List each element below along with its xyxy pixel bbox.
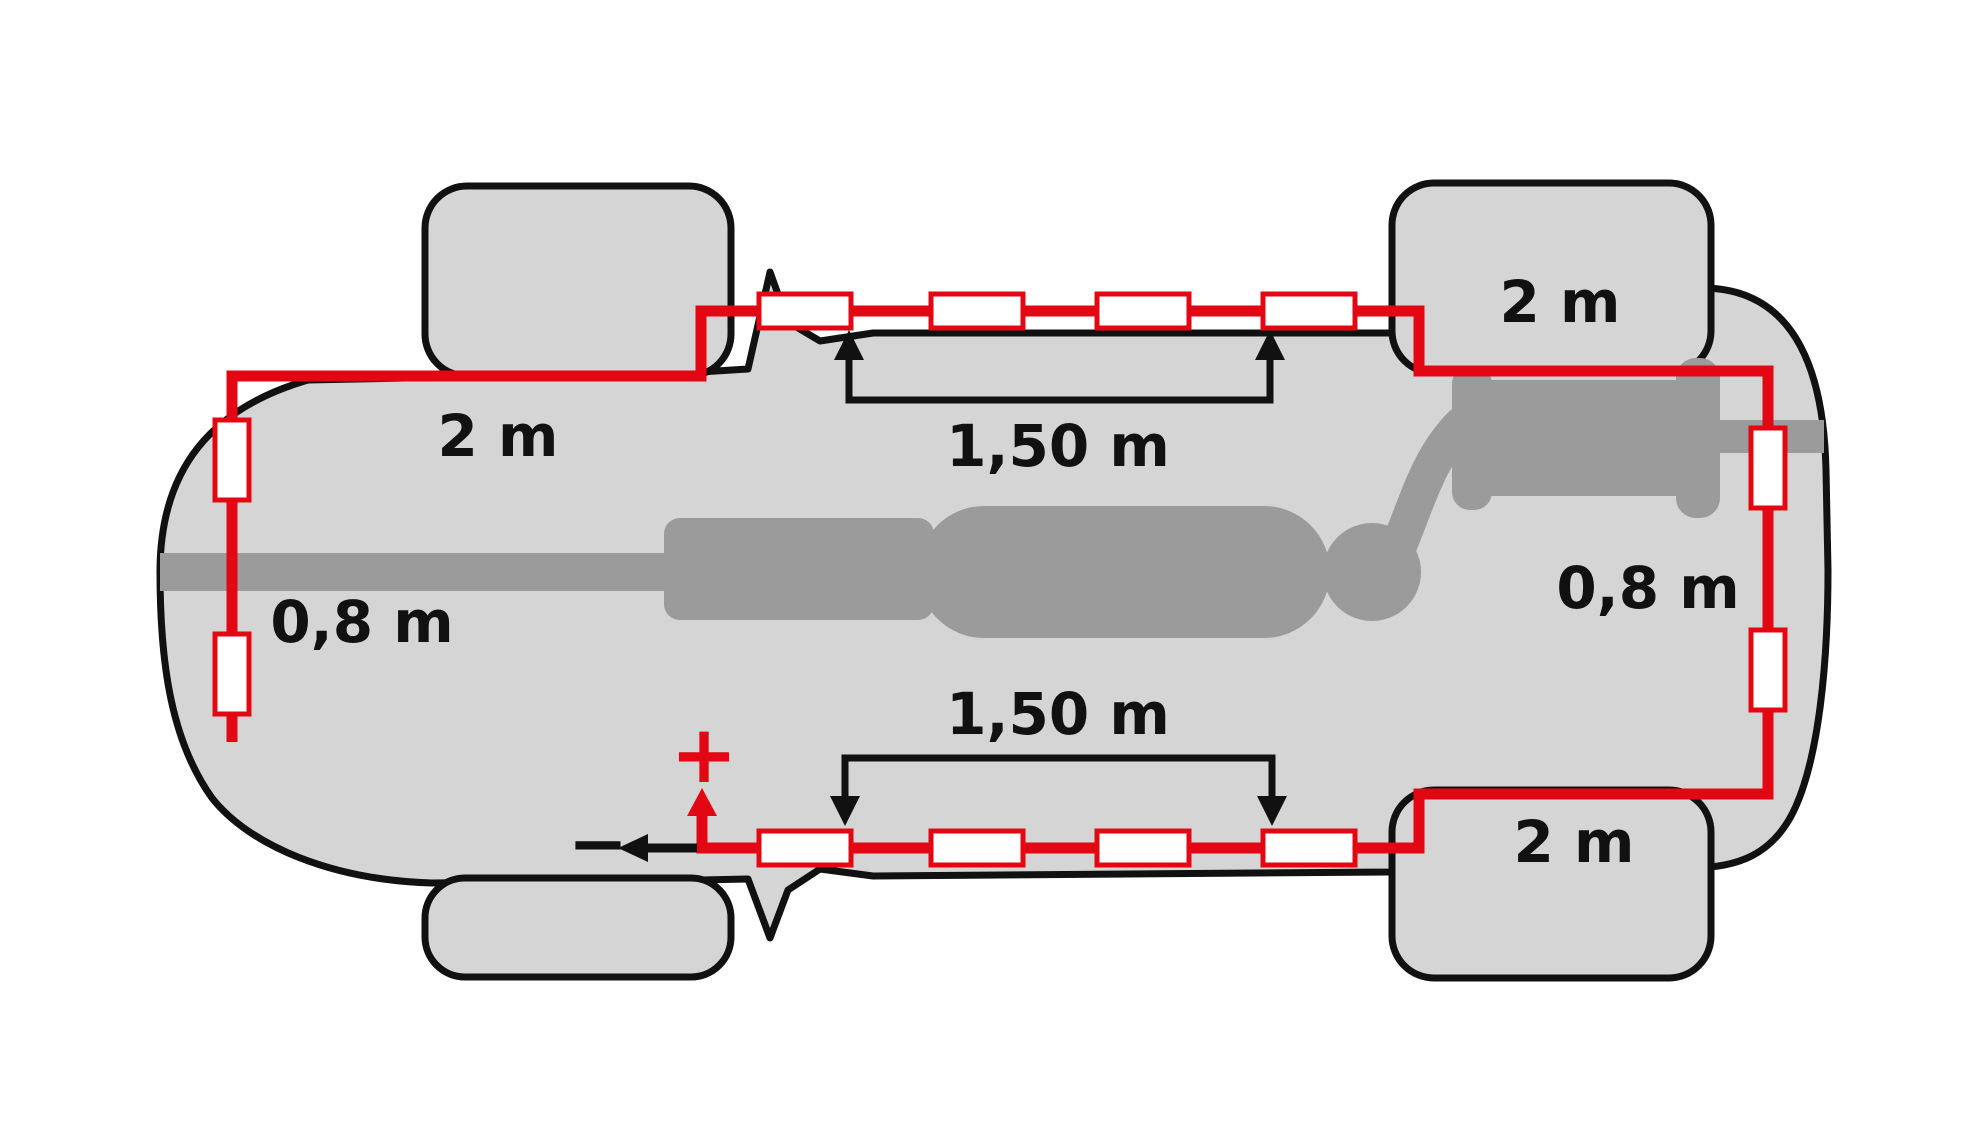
wire-component xyxy=(928,828,1026,868)
minus-terminal-symbol: − xyxy=(568,801,628,885)
wire-component xyxy=(1260,291,1358,331)
label-rear-top-length: 2 m xyxy=(1500,268,1621,336)
wire-component xyxy=(212,417,252,503)
wire-components-right xyxy=(1748,425,1788,713)
wire-component xyxy=(928,291,1026,331)
bottom-dimension xyxy=(830,754,1287,826)
front-axle-shaft xyxy=(160,553,672,591)
wire-component xyxy=(212,631,252,717)
bottom-dimension-lines xyxy=(841,754,1276,800)
wire-component xyxy=(1748,425,1788,511)
wire-components-left xyxy=(212,417,252,717)
top-dimension xyxy=(834,330,1285,404)
label-bottom-section-length: 1,50 m xyxy=(946,680,1170,748)
up-arrow-icon xyxy=(834,330,864,360)
engine-block xyxy=(664,518,934,620)
transmission-capsule xyxy=(918,506,1330,638)
positive-arrow-icon xyxy=(687,788,717,816)
wire-components-top xyxy=(756,291,1358,331)
plus-terminal-symbol: + xyxy=(670,708,737,801)
rear-axle-cap-left xyxy=(1452,366,1492,510)
drivetrain xyxy=(160,358,1824,638)
top-dimension-lines xyxy=(845,356,1274,404)
label-top-section-length: 1,50 m xyxy=(946,412,1170,480)
label-rear-bottom-length: 2 m xyxy=(1514,808,1635,876)
wire-component xyxy=(1094,291,1192,331)
drive-pipe xyxy=(1380,406,1480,566)
wheel-front-bottom-icon xyxy=(421,874,735,981)
wire-component xyxy=(1094,828,1192,868)
negative-arrow-icon xyxy=(618,834,648,862)
wheel-front-top-icon xyxy=(421,182,735,380)
rear-axle-cap-right xyxy=(1676,358,1720,518)
down-arrow-icon xyxy=(1257,796,1287,826)
label-front-top-length: 2 m xyxy=(438,402,559,470)
wire-component xyxy=(756,291,854,331)
rear-axle-housing xyxy=(1458,380,1714,496)
label-front-side-length: 0,8 m xyxy=(270,588,453,656)
up-arrow-icon xyxy=(1255,330,1285,360)
wire-component xyxy=(1748,627,1788,713)
label-rear-side-length: 0,8 m xyxy=(1556,554,1739,622)
wire-component xyxy=(1260,828,1358,868)
wire-component xyxy=(756,828,854,868)
wire-components-bottom xyxy=(756,828,1358,868)
down-arrow-icon xyxy=(830,796,860,826)
